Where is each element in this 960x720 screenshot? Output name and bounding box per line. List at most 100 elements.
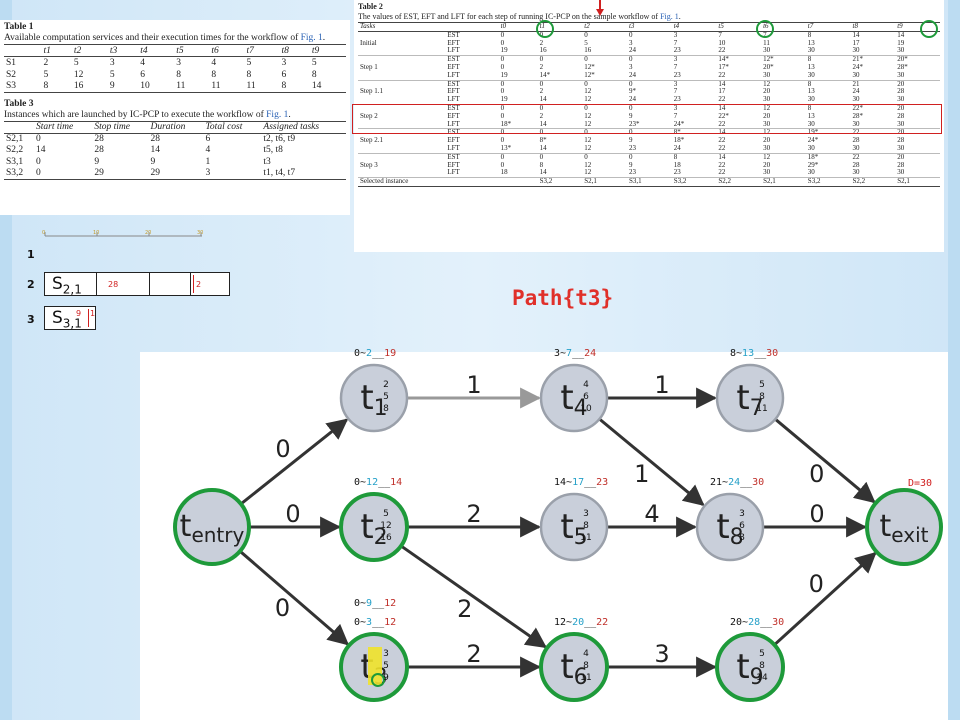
table-cell: 4 xyxy=(211,57,217,68)
table-cell: S3,2 xyxy=(805,177,851,187)
table-cell: 0 xyxy=(500,38,505,47)
node-label: tentry xyxy=(180,509,245,547)
table-cell: 0 xyxy=(35,156,41,167)
table-cell: 20 xyxy=(763,87,771,96)
ruler-tick-0: 0 xyxy=(42,230,46,236)
table-cell: EFT xyxy=(447,160,460,169)
edge-weight-label: 0 xyxy=(809,570,824,598)
lft-value: 12 xyxy=(384,598,397,609)
exec-time-value: 6 xyxy=(739,521,745,531)
gantt-row-label-1: 1 xyxy=(27,248,35,261)
exec-time-value: 10 xyxy=(580,404,592,414)
edge-t9-exit xyxy=(773,551,877,646)
node-t9: t9 xyxy=(715,632,785,702)
table-cell: 0 xyxy=(35,134,41,144)
table-cell: 30 xyxy=(897,143,905,152)
s21-stop-mark: 28 xyxy=(108,280,119,289)
table-cell: 3 xyxy=(176,57,181,68)
table-cell: 14 xyxy=(716,79,762,89)
est-value: 21~ xyxy=(710,477,729,488)
table2-col-header: t0 xyxy=(498,22,538,32)
table-cell: 11 xyxy=(174,80,210,93)
table-cell: EFT xyxy=(447,38,460,47)
table-cell: 21* xyxy=(850,55,896,64)
table2-col-header: t8 xyxy=(850,22,896,32)
table-cell: 30 xyxy=(807,168,815,177)
table-cell: 23 xyxy=(628,143,636,152)
node-label: texit xyxy=(880,509,929,547)
table2-col-header: t9 xyxy=(895,22,940,32)
table-cell: 18* xyxy=(805,152,851,162)
node-entry: tentry xyxy=(173,488,251,566)
table-cell: 28* xyxy=(852,111,864,120)
est-value: 0~ xyxy=(354,348,367,359)
table-cell: EST xyxy=(445,79,499,89)
exec-time-value: 14 xyxy=(756,673,768,683)
table-cell: 22 xyxy=(850,152,896,162)
node-t4: t4 xyxy=(539,363,609,433)
table-cell: 3 xyxy=(109,57,115,68)
node-timing-label-alt: 0~9__12 xyxy=(354,598,396,609)
table-cell: 17 xyxy=(852,38,860,47)
table-cell: 12 xyxy=(584,143,592,152)
separator: __ xyxy=(760,617,773,628)
gantt-row-s21 xyxy=(44,272,230,296)
table-cell: 19 xyxy=(897,38,905,47)
node-timing-label: 3~7__24 xyxy=(554,348,596,359)
vm-s31-label: S3,1 xyxy=(52,308,82,331)
lft-value: 23 xyxy=(596,477,609,488)
table-cell: 20 xyxy=(763,136,771,145)
table-cell: 30 xyxy=(852,46,860,55)
exec-time-value: 11 xyxy=(580,533,592,543)
table-cell: 6 xyxy=(281,69,287,80)
gantt-row-label-2: 2 xyxy=(27,278,35,291)
table-cell: 22 xyxy=(850,128,896,138)
node-t7: t7 xyxy=(715,363,785,433)
table-cell: 28 xyxy=(150,134,161,144)
table2-col-header: t4 xyxy=(671,22,717,32)
table-cell: 20* xyxy=(895,55,940,64)
lft-value: 30 xyxy=(772,617,785,628)
table2-step-label: Initial xyxy=(360,38,377,47)
ruler-tick-20: 20 xyxy=(145,230,152,236)
lft-value: 30 xyxy=(752,477,765,488)
table2-col-header: Tasks xyxy=(358,22,446,32)
table-cell: 23 xyxy=(673,95,681,104)
table-cell: 8 xyxy=(311,69,317,80)
table-cell: 10 xyxy=(718,38,726,47)
eft-value: 24 xyxy=(728,477,741,488)
table-cell: 29 xyxy=(148,167,204,180)
table-cell: 7 xyxy=(673,111,678,120)
edge-weight-label: 0 xyxy=(275,594,290,622)
exec-time-value: 9 xyxy=(383,673,389,683)
node-label: t6 xyxy=(560,647,587,690)
lft-value: 14 xyxy=(390,477,403,488)
edge-weight-label: 0 xyxy=(285,500,300,528)
exec-time-value: 5 xyxy=(759,649,765,659)
table-cell: 20 xyxy=(895,152,940,162)
table-cell: 14* xyxy=(716,55,762,64)
node-label: t7 xyxy=(736,378,763,421)
table-cell: 0 xyxy=(498,152,538,162)
path-title: Path{t3} xyxy=(512,286,614,310)
edge-weight-label: 0 xyxy=(275,435,290,463)
edge-weight-label: 2 xyxy=(466,500,481,528)
tbl1-col-header: t2 xyxy=(71,44,108,57)
table-cell: 14 xyxy=(716,152,762,162)
table-cell: 2 xyxy=(539,38,544,47)
t9-column-circle xyxy=(920,20,938,38)
table-cell: 30 xyxy=(897,168,905,177)
table-cell: 30 xyxy=(852,143,860,152)
table-cell: 22 xyxy=(718,46,726,55)
table3-caption: Table 3 Instances which are launched by … xyxy=(4,99,291,120)
table-cell: 0 xyxy=(537,55,583,64)
table-cell: 30 xyxy=(807,46,815,55)
table-cell: 14 xyxy=(150,145,161,156)
